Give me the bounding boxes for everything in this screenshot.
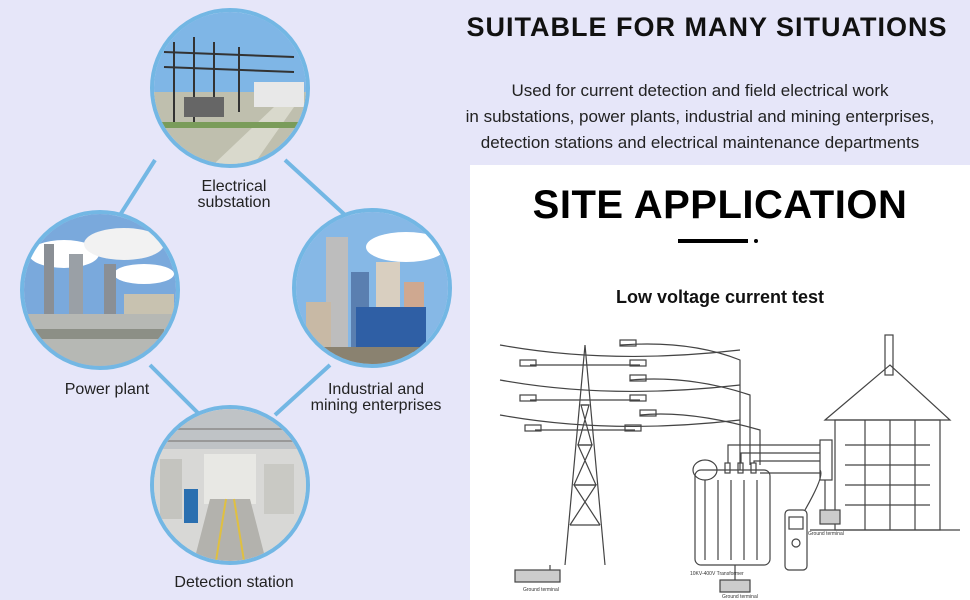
title-underline-dot xyxy=(754,239,758,243)
substation-label: Electrical substation xyxy=(197,178,271,211)
title-underline xyxy=(678,239,748,243)
ground-terminal-label-3: Ground terminal xyxy=(808,531,844,537)
site-application-subtitle: Low voltage current test xyxy=(615,287,825,307)
detection-station-photo xyxy=(150,405,310,565)
site-application-title: SITE APPLICATION xyxy=(532,183,908,227)
ground-terminal-label-1: Ground terminal xyxy=(523,587,559,593)
low-voltage-test-diagram: Ground terminal 10KV-400V Transformer Gr… xyxy=(499,334,960,600)
detection-station-label: Detection station xyxy=(174,574,294,591)
transformer-label: 10KV-400V Transformer xyxy=(690,571,744,577)
page-heading: SUITABLE FOR MANY SITUATIONS xyxy=(466,12,948,42)
page-description: Used for current detection and field ele… xyxy=(465,81,935,152)
site-application-panel: SITE APPLICATION Low voltage current tes… xyxy=(470,165,970,600)
industrial-plant-photo xyxy=(292,208,452,368)
circle-connectors xyxy=(118,158,347,417)
power-plant-photo xyxy=(20,210,180,370)
substation-photo xyxy=(150,8,310,168)
industrial-label: Industrial and mining enterprises xyxy=(310,381,442,414)
power-plant-label: Power plant xyxy=(64,381,150,398)
ground-terminal-label-2: Ground terminal xyxy=(722,594,758,600)
